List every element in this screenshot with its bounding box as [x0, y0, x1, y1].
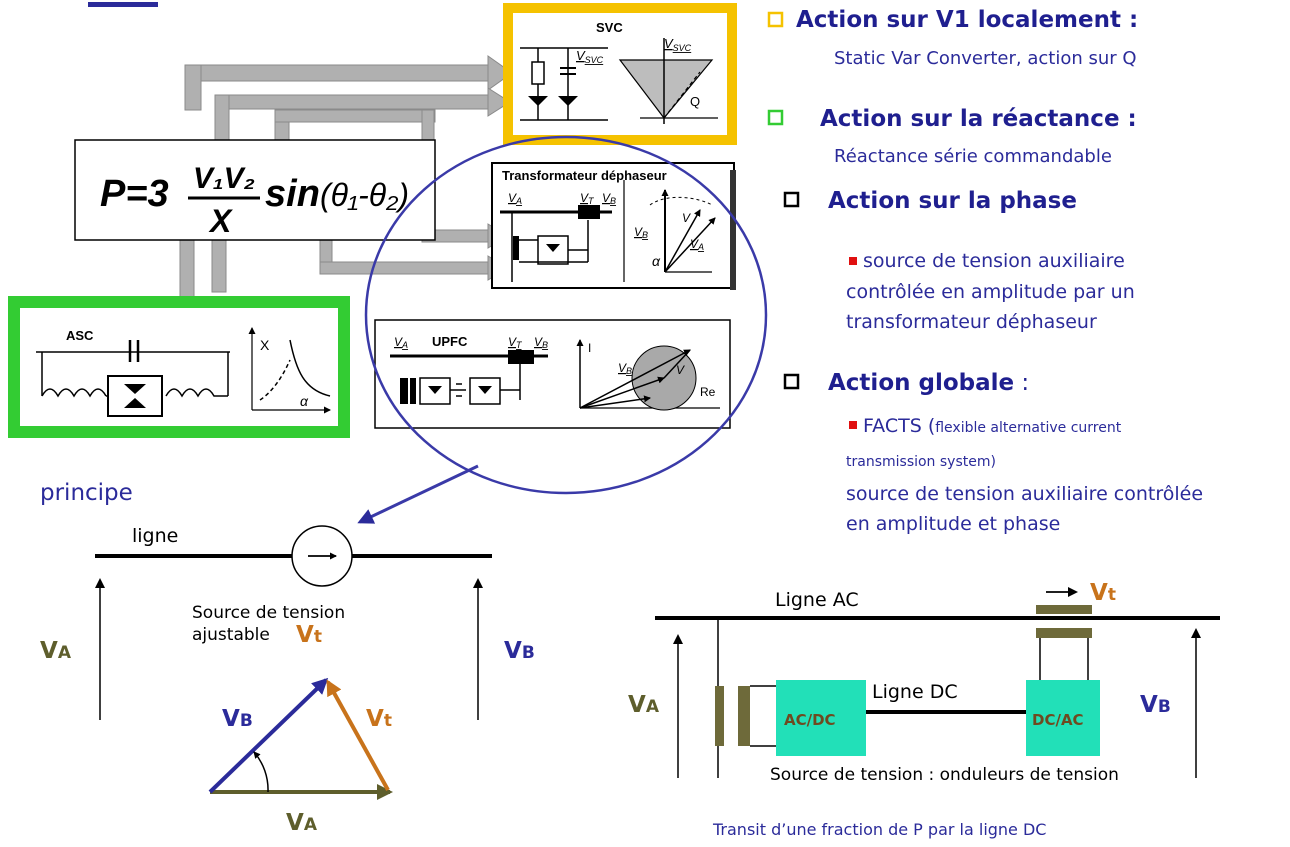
item3-line3: transformateur déphaseur: [846, 311, 1097, 333]
svc-title: SVC: [596, 20, 623, 35]
principe-diagram: principe ligne Source de tension ajustab…: [40, 480, 535, 836]
ellipse-to-principe-arrow: [357, 464, 479, 524]
item4-line2: en amplitude et phase: [846, 513, 1060, 535]
triangle-vb-label: VB: [222, 706, 253, 732]
bullet-3-icon: [783, 191, 800, 208]
transfo-phasor-vb: VB: [634, 225, 648, 240]
triangle-va-label: VA: [286, 810, 318, 836]
hvdc-diagram: Ligne AC Vt AC/DC DC/AC Ligne DC VA VB S…: [628, 580, 1220, 839]
upfc-vb-phasor: VB: [618, 361, 632, 376]
item2-header: Action sur la réactance :: [820, 106, 1137, 132]
transfo-box: Transformateur déphaseur VA VT VB VB VA …: [491, 162, 736, 290]
hvdc-acdc: AC/DC: [784, 711, 836, 729]
hvdc-vb: VB: [1140, 692, 1171, 718]
item3-line2: contrôlée en amplitude par un: [846, 281, 1135, 303]
triangle-vt-vector: [326, 679, 390, 791]
right-text-panel: Action sur V1 localement : Static Var Co…: [767, 7, 1203, 535]
item3-header: Action sur la phase: [828, 188, 1077, 214]
svc-curve-label: VSVC: [664, 36, 692, 53]
acdc-converter: [776, 680, 866, 756]
principe-source-line1: Source de tension: [192, 603, 345, 623]
hvdc-ligne-ac: Ligne AC: [775, 589, 859, 611]
upfc-v-label: V: [676, 363, 685, 377]
triangle-angle-arc: [253, 751, 269, 793]
svc-box: SVC VSVC VSVC Q: [503, 3, 737, 145]
dcac-converter: [1026, 680, 1100, 756]
series-transformer-top: [1036, 605, 1092, 614]
svc-q-label: Q: [690, 94, 700, 109]
item4-line1: source de tension auxiliaire contrôlée: [846, 483, 1203, 505]
equation-sin: sin: [265, 173, 320, 215]
equation-lhs: P=3: [100, 173, 169, 215]
item2-sub: Réactance série commandable: [834, 146, 1112, 167]
triangle-vb-vector: [208, 677, 329, 794]
hvdc-transit-label: Transit d’une fraction de P par la ligne…: [712, 820, 1046, 839]
item4-facts: FACTS (flexible alternative current: [863, 415, 1122, 437]
transfo-alpha: α: [652, 253, 661, 269]
equation-denominator: X: [208, 203, 233, 239]
highlight-ellipse: [364, 135, 768, 495]
power-equation: P=3 V₁V₂ X sin (θ₁-θ₂): [74, 139, 436, 241]
transfo-vb: VB: [602, 191, 616, 206]
upfc-re-label: Re: [700, 385, 716, 399]
principe-title: principe: [40, 480, 133, 506]
principe-source-line2: ajustable: [192, 625, 270, 645]
transfo-vt: VT: [580, 191, 595, 206]
principe-vt: Vt: [296, 622, 322, 648]
svc-vsvc-label: VSVC: [576, 48, 604, 65]
upfc-i-label: I: [588, 341, 591, 355]
item1-sub: Static Var Converter, action sur Q: [834, 48, 1137, 69]
upfc-vt: VT: [508, 335, 523, 350]
item1-header: Action sur V1 localement :: [796, 7, 1138, 33]
item4-header: Action globale :: [828, 370, 1029, 396]
principe-va: VA: [40, 638, 72, 664]
asc-title: ASC: [66, 328, 94, 343]
bullet-4-icon: [783, 373, 800, 390]
asc-x-label: X: [260, 337, 270, 353]
item4-red-bullet: [849, 421, 857, 429]
bullet-2-icon: [767, 109, 784, 126]
item3-red-bullet: [849, 257, 857, 265]
bullet-1-icon: [767, 11, 784, 28]
equation-argument: (θ₁-θ₂): [320, 177, 409, 213]
triangle-vt-label: Vt: [366, 706, 392, 732]
hvdc-ligne-dc: Ligne DC: [872, 681, 958, 703]
transfo-title: Transformateur déphaseur: [502, 168, 667, 183]
item4-facts-small2: transmission system): [846, 454, 996, 470]
upfc-title: UPFC: [432, 334, 468, 349]
equation-numerator: V₁V₂: [193, 162, 255, 195]
scan-edge-mark: [88, 2, 158, 7]
series-transformer-bottom: [1036, 628, 1092, 638]
transfo-phasor-v: V: [682, 211, 691, 225]
shunt-transformer-left: [715, 686, 724, 746]
asc-alpha-label: α: [300, 393, 309, 409]
principe-vb: VB: [504, 638, 535, 664]
upfc-vb: VB: [534, 335, 548, 350]
transfo-phasor-va: VA: [690, 237, 704, 252]
upfc-box: VA UPFC VT VB I VB V Re: [374, 319, 731, 429]
hvdc-va: VA: [628, 692, 660, 718]
asc-box: ASC X α: [8, 296, 350, 438]
hvdc-dcac: DC/AC: [1032, 711, 1084, 729]
hvdc-vt: Vt: [1090, 580, 1116, 606]
upfc-va: VA: [394, 335, 408, 350]
item3-line1: source de tension auxiliaire: [863, 250, 1125, 272]
hvdc-source-label: Source de tension : onduleurs de tension: [770, 765, 1119, 785]
principe-ligne: ligne: [132, 525, 178, 547]
transfo-va: VA: [508, 191, 522, 206]
shunt-transformer-right: [738, 686, 750, 746]
